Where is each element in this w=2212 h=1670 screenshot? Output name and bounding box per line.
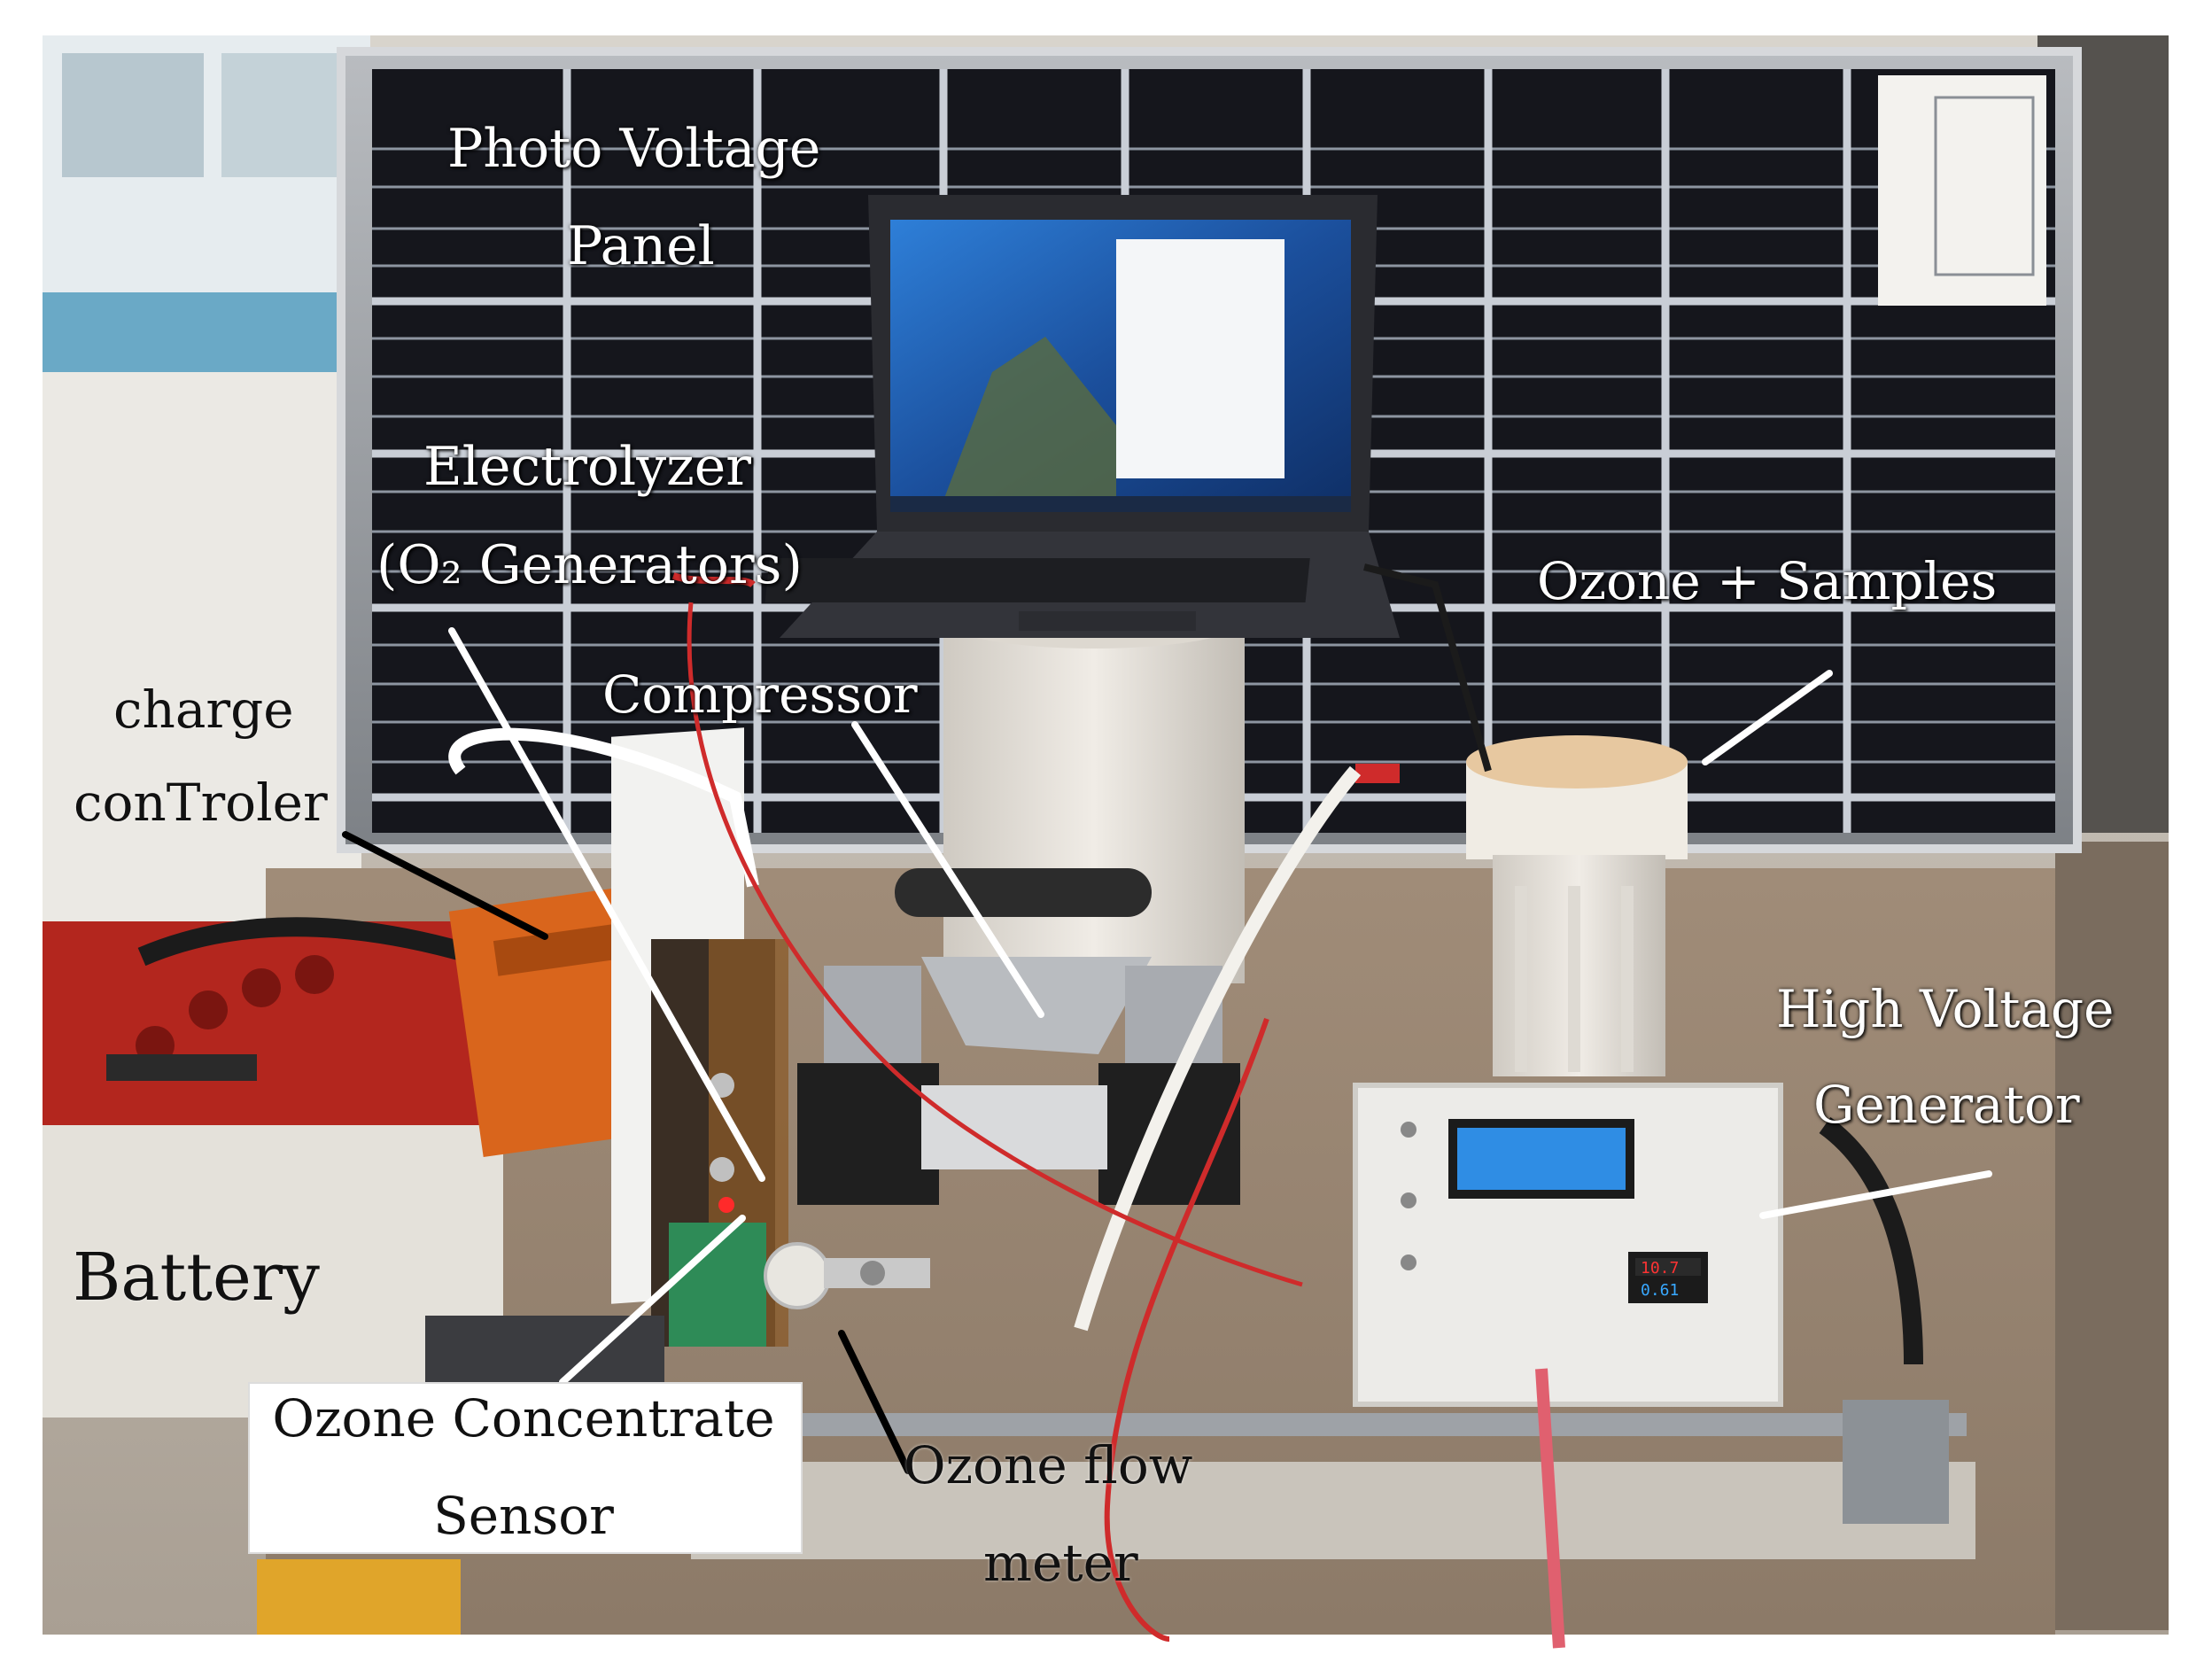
sensor-label-box	[248, 1382, 803, 1554]
solar-panel	[337, 47, 2082, 853]
panel-sticker	[1878, 75, 2046, 306]
label-ozone-samples: Ozone + Samples	[1537, 551, 1998, 611]
label-electrolyzer-line2: (O₂ Generators)	[376, 534, 803, 596]
label-charge-controller-line1: charge	[113, 680, 294, 740]
laptop-stand	[943, 620, 1245, 983]
ozone-flow-meter	[764, 1242, 930, 1309]
pipe-fitting	[1843, 1400, 1949, 1524]
label-photo-voltage-panel-line2: Panel	[567, 215, 715, 277]
label-ozone-flow-meter-line1: Ozone flow	[904, 1435, 1193, 1495]
label-photo-voltage-panel-line1: Photo Voltage	[447, 118, 821, 180]
label-ozone-concentrate-sensor-line1: Ozone Concentrate	[272, 1388, 775, 1449]
annotation-pointers	[342, 627, 1992, 1474]
laptop	[764, 195, 1400, 638]
svg-text:10.7: 10.7	[1641, 1259, 1679, 1278]
label-electrolyzer-line1: Electrolyzer	[423, 436, 751, 498]
label-battery: Battery	[73, 1239, 320, 1316]
base-rail	[780, 1413, 1967, 1436]
label-compressor: Compressor	[602, 664, 918, 725]
svg-text:0.61: 0.61	[1641, 1281, 1679, 1300]
hoses-and-wires	[448, 563, 1923, 1649]
label-high-voltage-generator-line1: High Voltage	[1776, 979, 2115, 1039]
multimeter	[257, 1559, 461, 1635]
label-ozone-concentrate-sensor-line2: Sensor	[433, 1486, 614, 1546]
label-charge-controller-line2: conTroler	[74, 773, 328, 833]
label-high-voltage-generator-line2: Generator	[1813, 1075, 2080, 1135]
high-voltage-generator: 10.7 0.61	[1353, 1083, 1783, 1407]
label-ozone-flow-meter-line2: meter	[983, 1533, 1138, 1593]
ozone-sample-housing	[1355, 735, 1688, 1076]
